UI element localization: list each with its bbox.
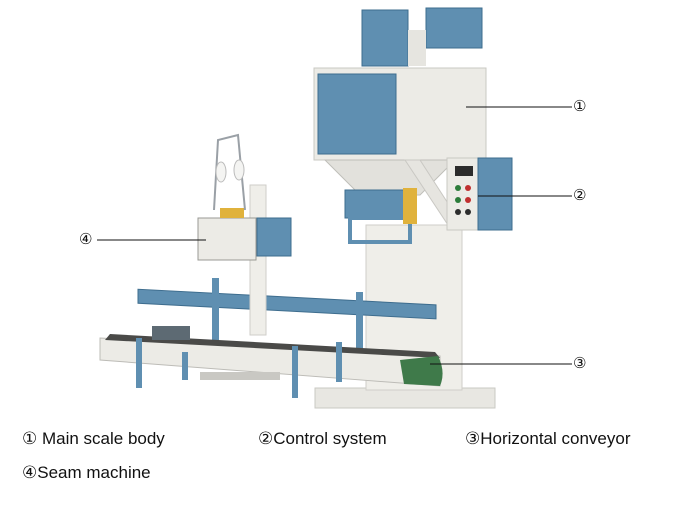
scale-body-door: [317, 73, 397, 155]
control-display: [455, 166, 473, 176]
callout-3: ③: [573, 354, 587, 372]
legend-control-system: ②Control system: [258, 429, 387, 448]
callout-4: ④: [79, 230, 93, 248]
clamp-yellow-part: [403, 188, 417, 224]
conveyor-end-roller: [400, 356, 443, 386]
legend-main-scale-body: ① Main scale body: [22, 429, 165, 448]
sewing-yellow-part: [220, 208, 244, 218]
thread-cone: [215, 161, 227, 183]
conveyor-leg: [182, 352, 188, 380]
control-button: [455, 209, 461, 215]
control-button: [465, 197, 471, 203]
control-button: [455, 185, 461, 191]
conveyor-motor: [152, 326, 190, 340]
control-button: [455, 197, 461, 203]
main-base: [314, 387, 496, 409]
conveyor-leg: [336, 342, 342, 382]
rail-post: [212, 278, 219, 344]
sewing-head: [197, 217, 257, 261]
control-button: [465, 185, 471, 191]
conveyor-leg: [292, 346, 298, 398]
thread-cone: [233, 159, 245, 181]
sewing-panel: [256, 217, 292, 257]
conveyor-foot-plate: [200, 372, 280, 380]
callout-1: ①: [573, 97, 587, 115]
rail-post: [356, 292, 363, 352]
machine-illustration: [97, 7, 572, 409]
control-panel-door: [477, 157, 513, 231]
upper-hopper-right: [425, 7, 483, 49]
upper-hopper-left: [361, 9, 409, 67]
callout-2: ②: [573, 186, 587, 204]
bag-clamp-arm: [348, 216, 412, 244]
conveyor-leg: [136, 338, 142, 388]
legend-horizontal-conveyor: ③Horizontal conveyor: [465, 429, 631, 448]
legend-seam-machine: ④Seam machine: [22, 463, 151, 482]
control-button: [465, 209, 471, 215]
upper-hopper-mid: [408, 30, 426, 66]
